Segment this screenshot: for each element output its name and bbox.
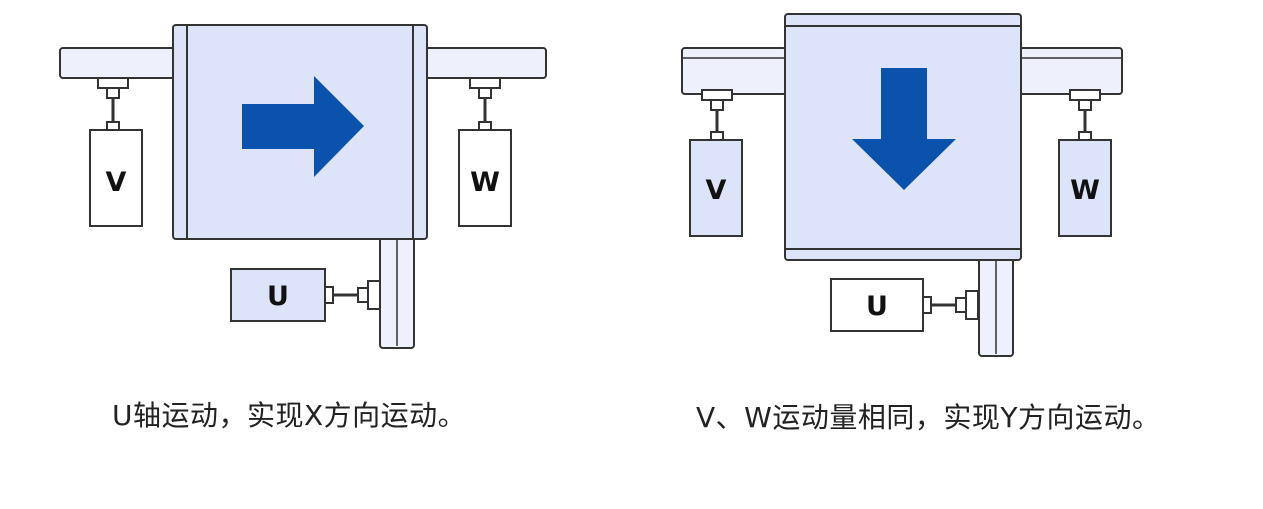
right-diagram: V W U — [681, 13, 1123, 357]
right-w-actuator: W — [1058, 89, 1112, 237]
left-arrow-right-icon — [242, 76, 364, 177]
right-caption: V、W运动量相同，实现Y方向运动。 — [696, 401, 1161, 434]
right-rail-left — [681, 47, 787, 95]
right-w-label: W — [1070, 175, 1100, 206]
left-w-label: W — [470, 167, 500, 198]
left-v-motor — [89, 129, 143, 227]
right-u-actuator: U — [830, 278, 979, 332]
right-u-motor — [830, 278, 924, 332]
right-rail-right — [1019, 47, 1123, 95]
left-w-actuator: W — [458, 77, 512, 227]
right-u-label: U — [866, 291, 888, 322]
right-w-motor — [1058, 139, 1112, 237]
left-w-motor — [458, 129, 512, 227]
left-caption: U轴运动，实现X方向运动。 — [112, 399, 467, 432]
left-u-label: U — [267, 281, 289, 312]
left-diagram: V W U — [59, 24, 547, 349]
right-v-actuator: V — [689, 89, 743, 237]
right-arrow-down-icon — [852, 68, 956, 190]
left-v-label: V — [106, 167, 127, 198]
left-rail-right — [423, 47, 547, 79]
left-v-actuator: V — [89, 77, 143, 227]
right-v-label: V — [706, 175, 727, 206]
left-rail-left — [59, 47, 179, 79]
right-v-motor — [689, 139, 743, 237]
left-u-actuator: U — [230, 268, 381, 322]
